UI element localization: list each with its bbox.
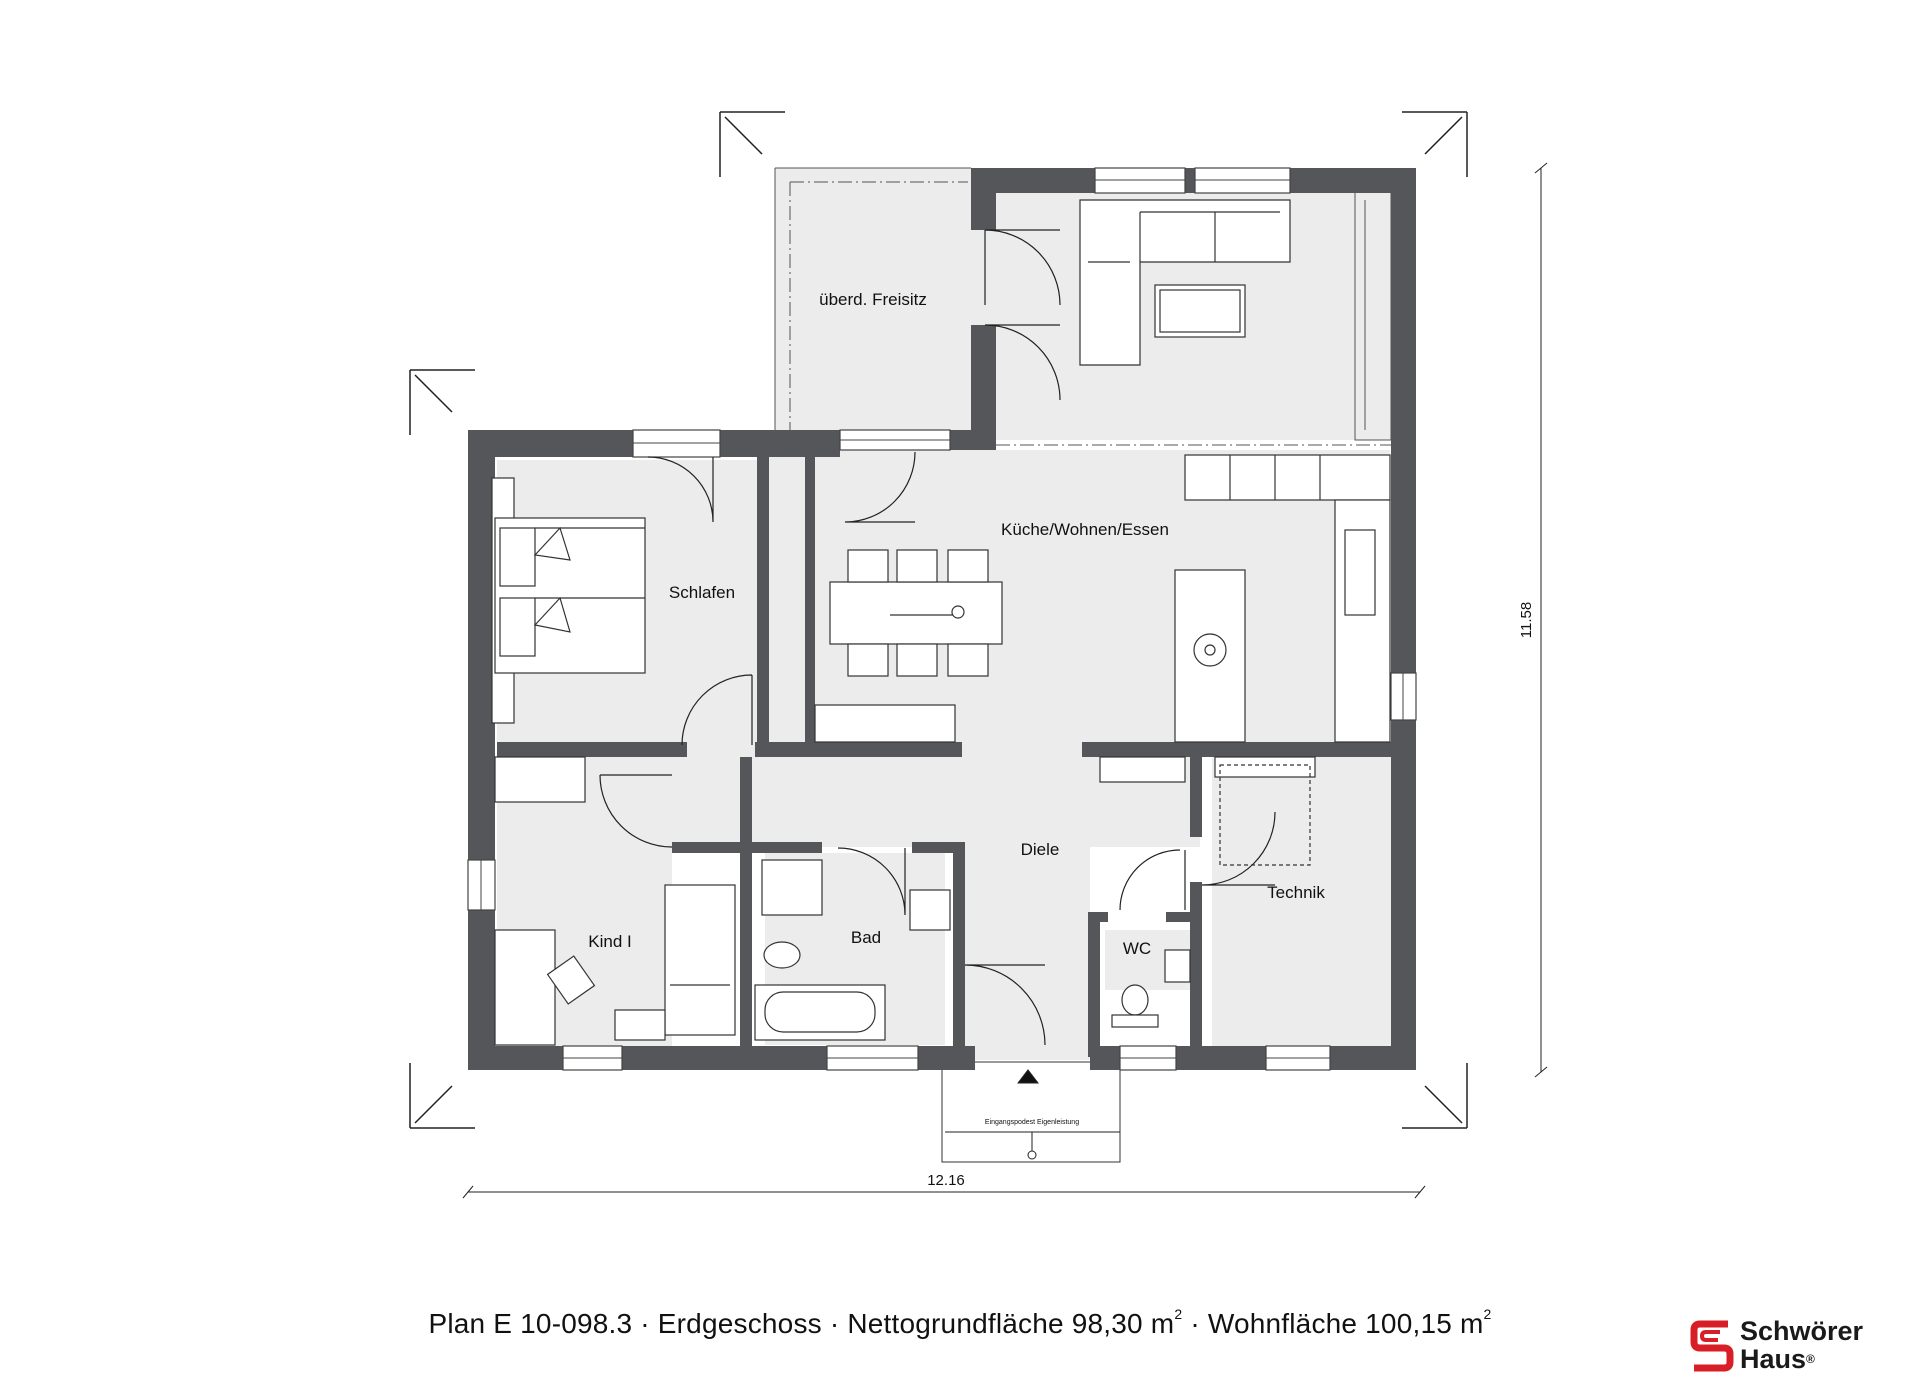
logo-line-1: Schwörer <box>1740 1316 1864 1346</box>
entrance-note: Eingangspodest Eigenleistung <box>985 1119 1079 1126</box>
room-bad: Bad <box>851 928 881 947</box>
terrace-outline <box>774 167 1392 446</box>
caption-net-area: Nettogrundfläche 98,30 m <box>847 1308 1175 1339</box>
floor-areas <box>497 168 1392 1163</box>
room-freisitz: überd. Freisitz <box>819 290 927 309</box>
schwoerer-logo: Schwörer Haus® <box>1690 1318 1900 1378</box>
furniture <box>491 199 1391 1046</box>
room-wc: WC <box>1123 939 1151 958</box>
room-kind: Kind I <box>588 932 631 951</box>
room-labels: überd. Freisitz Küche/Wohnen/Essen Schla… <box>588 290 1325 958</box>
depth-dimension: 11.58 <box>1518 602 1535 638</box>
walls <box>468 168 1416 1070</box>
logo-mark-icon <box>1690 1320 1734 1372</box>
room-diele: Diele <box>1021 840 1060 859</box>
dimension-lines <box>462 162 1548 1199</box>
room-technik: Technik <box>1267 883 1325 902</box>
caption-plan: Plan E 10-098.3 <box>428 1308 633 1339</box>
room-schlafen: Schlafen <box>669 583 735 602</box>
window-lines <box>480 179 1404 1059</box>
caption-floor: Erdgeschoss <box>657 1308 822 1339</box>
logo-line-2: Haus® <box>1740 1344 1815 1374</box>
width-dimension: 12.16 <box>927 1172 965 1189</box>
entrance <box>945 1069 1120 1160</box>
plan-caption: Plan E 10-098.3 · Erdgeschoss · Nettogru… <box>428 1306 1492 1339</box>
doors <box>599 229 1276 1046</box>
caption-living-area: Wohnfläche 100,15 m <box>1207 1308 1484 1339</box>
room-kueche: Küche/Wohnen/Essen <box>1001 520 1169 539</box>
corner-markers <box>409 111 1468 1129</box>
